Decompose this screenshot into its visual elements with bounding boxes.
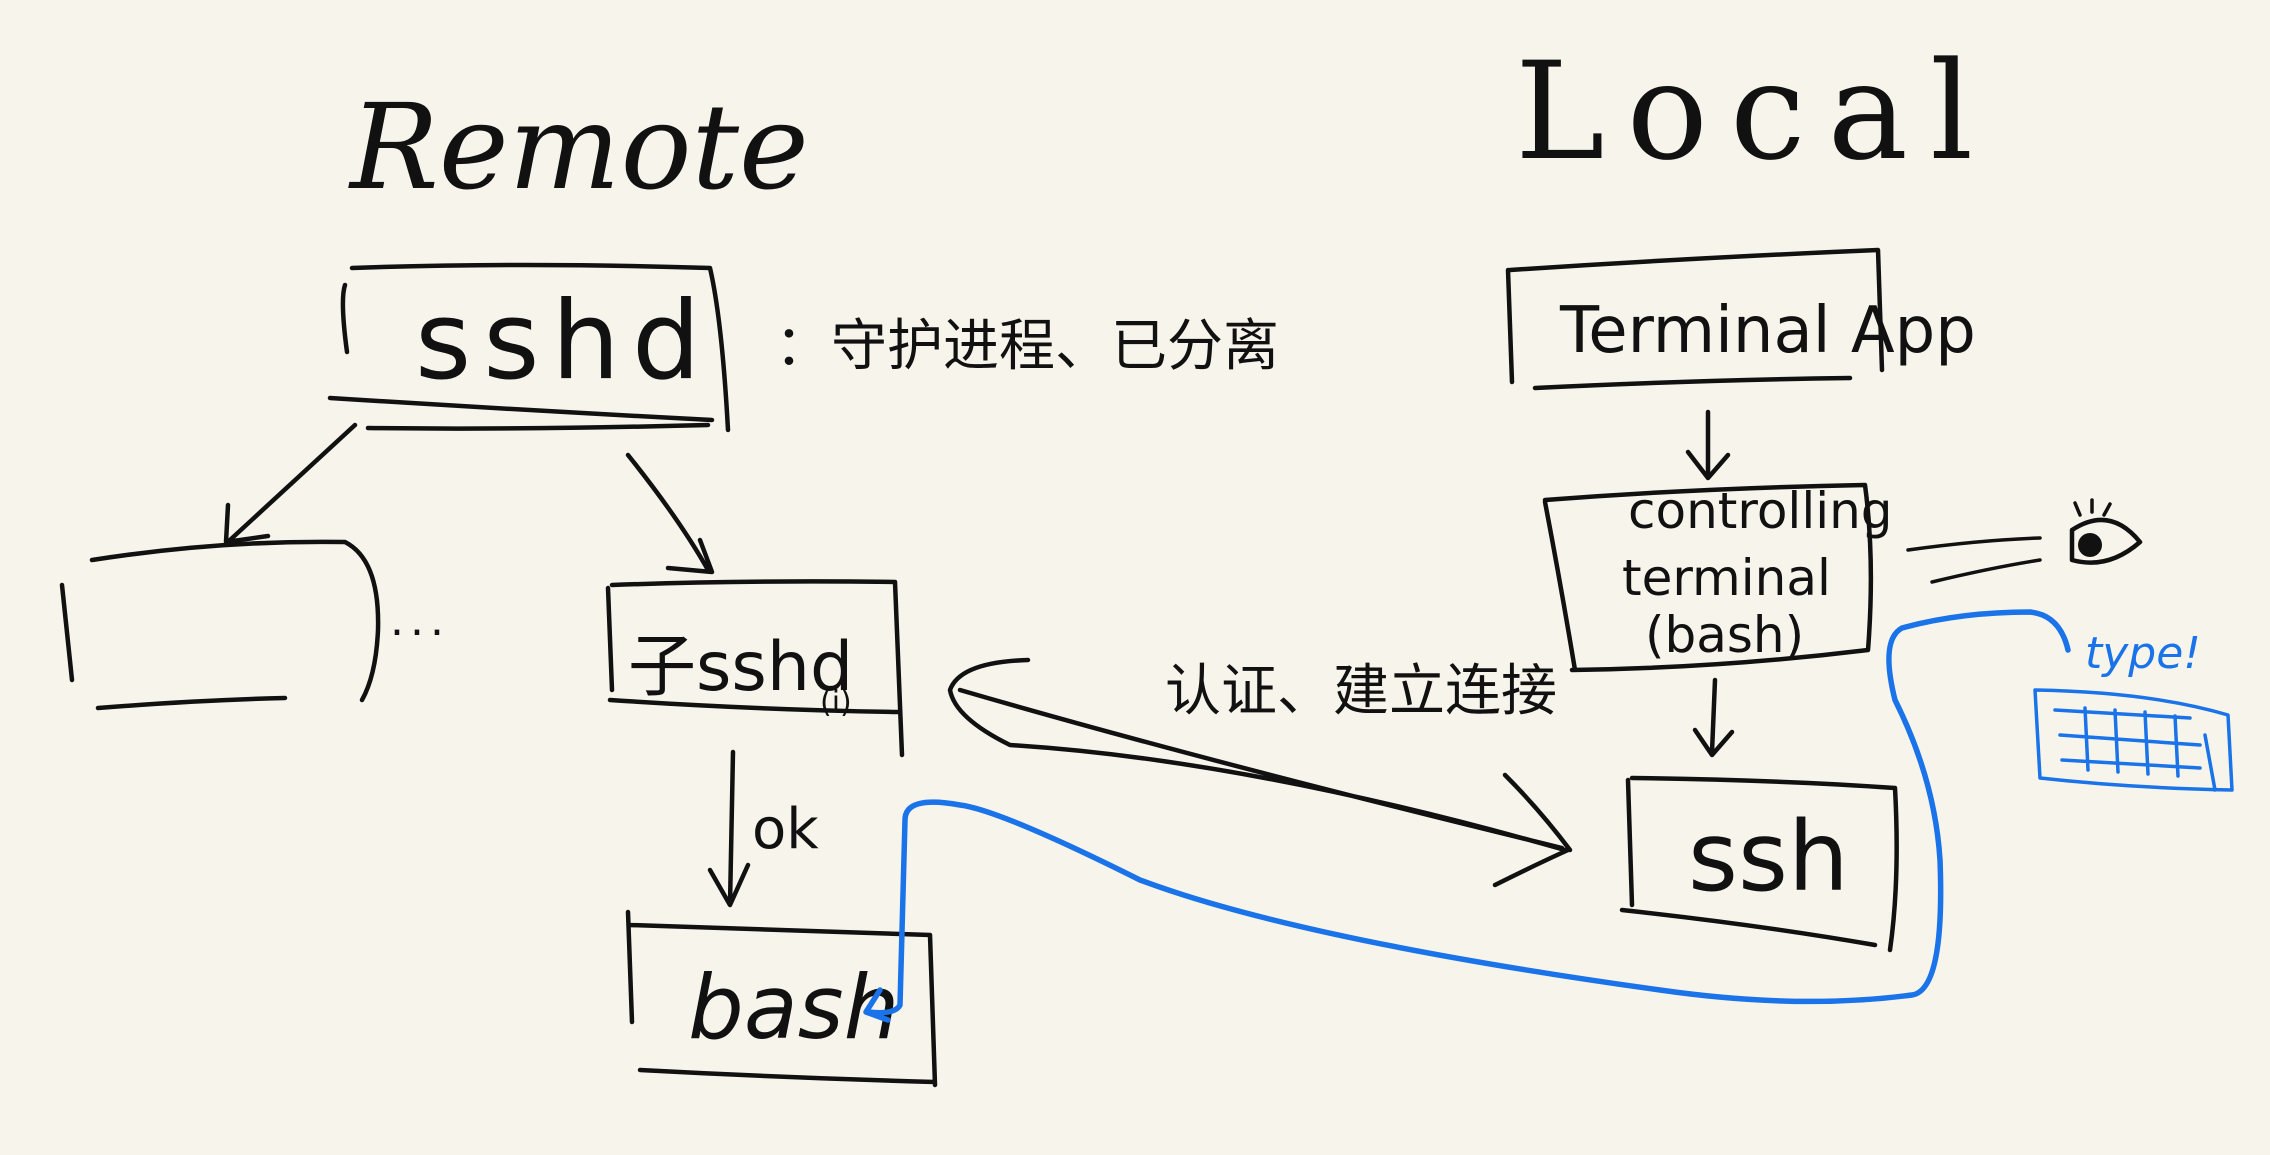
connection-arrow xyxy=(947,657,1573,888)
sshd-note: ：守护进程、已分离 xyxy=(775,314,1279,379)
terminal-app-node: Terminal App xyxy=(1505,247,1976,391)
arrow-child-to-bash xyxy=(707,749,751,908)
controlling-terminal-box xyxy=(1542,482,1874,673)
ssh-box xyxy=(1619,775,1899,953)
child-sshd-node: 子sshd (i) xyxy=(605,579,905,758)
arrow-terminal-to-ssh xyxy=(1692,677,1735,758)
controlling-terminal-node: controlling terminal (bash) xyxy=(1542,482,1893,673)
ssh-label: ssh xyxy=(1688,801,1849,913)
arrow-sshd-to-child xyxy=(625,452,715,575)
child-sshd-label: 子sshd xyxy=(628,628,853,707)
keystroke-path xyxy=(863,609,2071,1023)
auth-connect-label: 认证、建立连接 xyxy=(1165,659,1557,724)
remote-bash-label: bash xyxy=(688,956,899,1059)
terminal-app-box xyxy=(1505,247,1885,391)
sshd-box xyxy=(327,262,731,433)
controlling-terminal-line1: controlling xyxy=(1628,482,1893,540)
ssh-node: ssh xyxy=(1619,775,1899,953)
keyboard-icon xyxy=(2033,688,2234,792)
remote-bash-box xyxy=(625,909,938,1088)
arrow-app-to-terminal xyxy=(1685,409,1731,481)
controlling-terminal-line3: (bash) xyxy=(1645,606,1804,664)
sshd-node: sshd xyxy=(327,262,731,433)
type-note: type! xyxy=(2085,628,2201,679)
ellipsis-label: ... xyxy=(390,595,450,646)
terminal-app-label: Terminal App xyxy=(1559,294,1976,368)
view-lines xyxy=(1906,536,2042,584)
local-heading: Local xyxy=(1515,33,1995,190)
child-sshd-box xyxy=(605,579,905,758)
remote-heading: Remote xyxy=(348,78,809,216)
sshd-label: sshd xyxy=(415,279,713,404)
eye-icon xyxy=(2069,498,2143,565)
blank-process-box xyxy=(59,539,381,711)
remote-bash-node: bash xyxy=(625,909,938,1088)
ok-label: ok xyxy=(752,797,819,862)
arrow-sshd-to-blank xyxy=(223,422,358,545)
controlling-terminal-line2: terminal xyxy=(1622,549,1831,607)
child-sshd-subscript: (i) xyxy=(820,685,852,720)
